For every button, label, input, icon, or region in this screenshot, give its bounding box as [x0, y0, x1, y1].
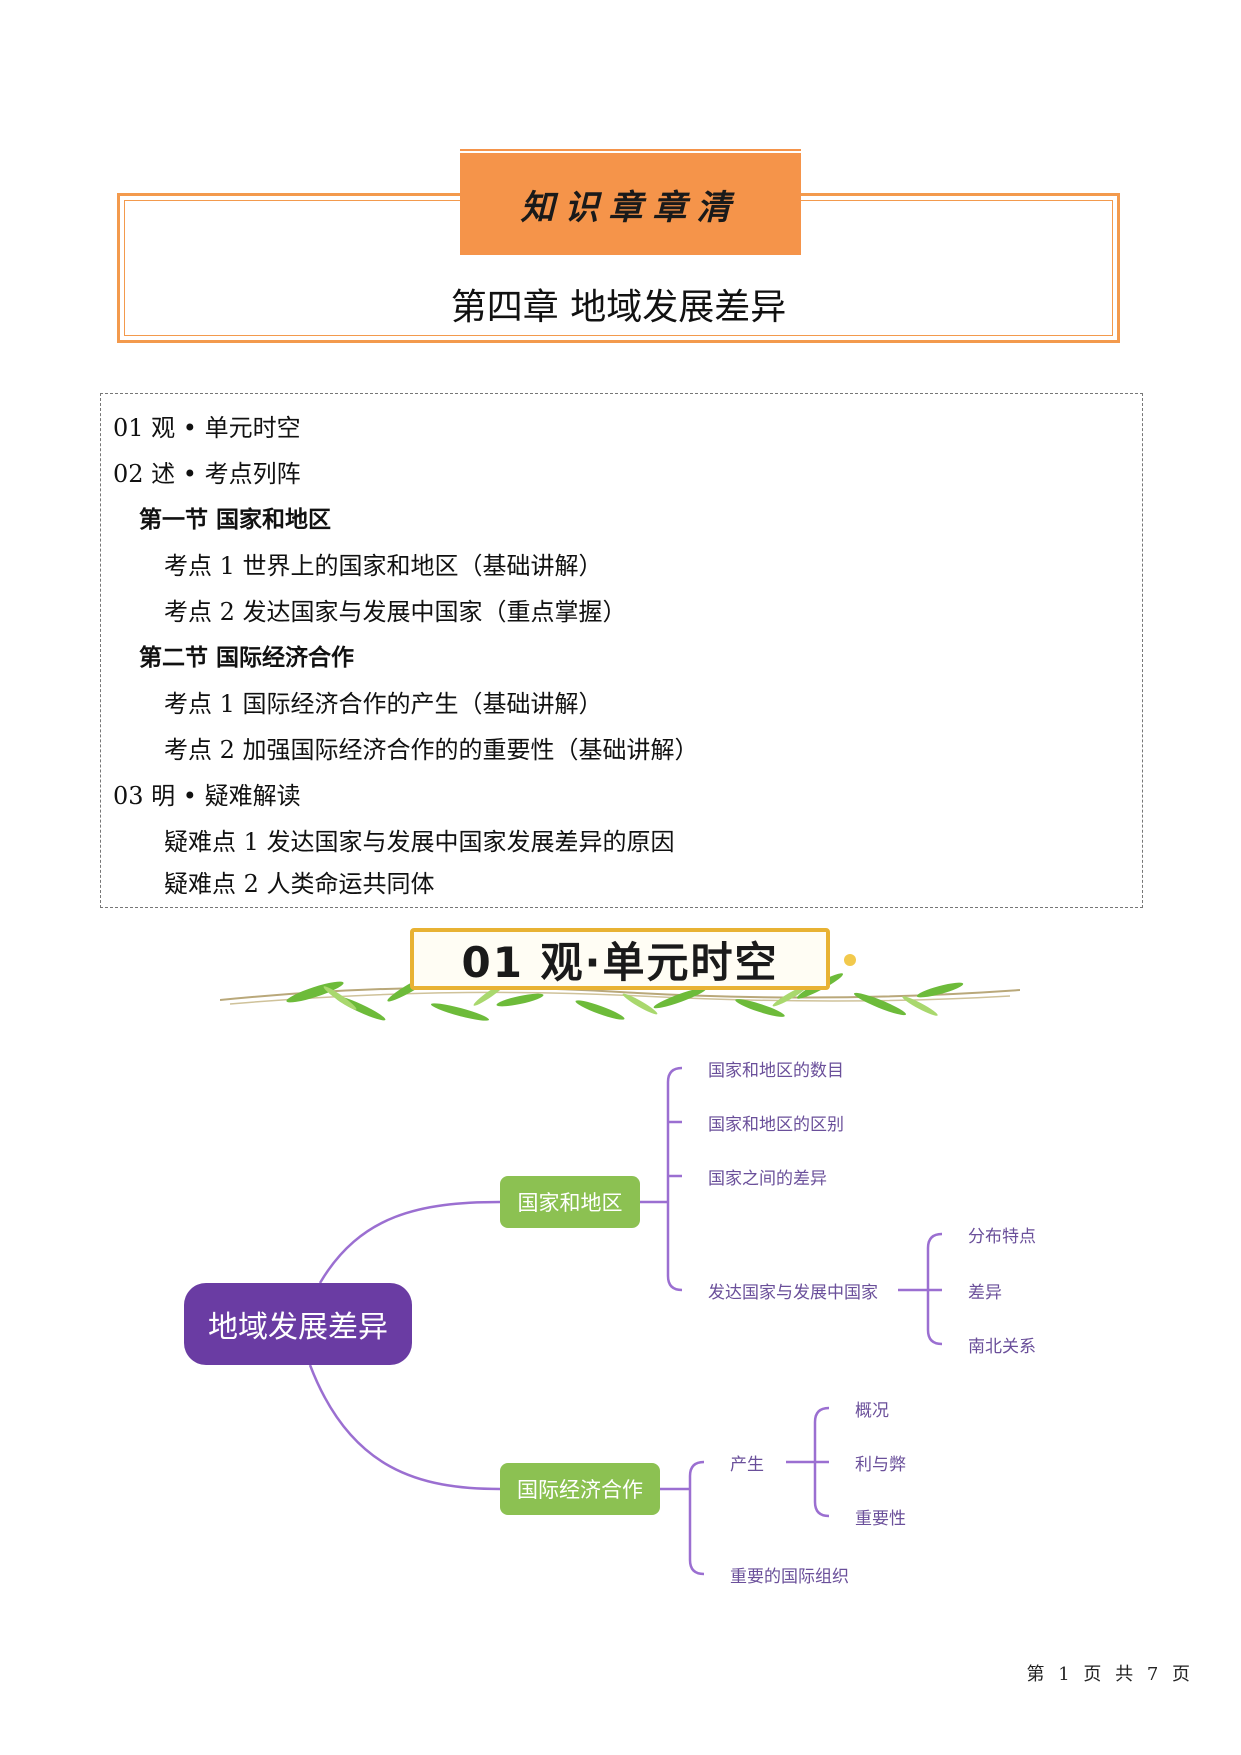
toc-point-1-2[interactable]: 考点 2 发达国家与发展中国家（重点掌握） [164, 598, 627, 626]
section-banner: 01 观·单元时空 [220, 920, 1020, 1035]
mindmap-leaf: 国家和地区的数目 [708, 1061, 844, 1081]
mindmap-leaf: 差异 [968, 1283, 1002, 1303]
mindmap-leaf: 重要性 [855, 1509, 906, 1529]
mindmap-leaf: 产生 [730, 1455, 764, 1475]
mindmap-root: 地域发展差异 [184, 1283, 412, 1365]
toc-item-02[interactable]: 02 述 • 考点列阵 [113, 460, 301, 488]
page-footer: 第 1 页 共 7 页 [1026, 1664, 1194, 1685]
toc-point-2-1[interactable]: 考点 1 国际经济合作的产生（基础讲解） [164, 690, 603, 718]
mindmap-leaf: 分布特点 [968, 1227, 1036, 1247]
table-of-contents: 01 观 • 单元时空 02 述 • 考点列阵 第一节 国家和地区 考点 1 世… [100, 393, 1143, 908]
toc-section-1[interactable]: 第一节 国家和地区 [139, 507, 332, 533]
toc-section-2[interactable]: 第二节 国际经济合作 [139, 645, 355, 671]
mindmap-leaf: 重要的国际组织 [730, 1567, 849, 1587]
toc-difficulty-2[interactable]: 疑难点 2 人类命运共同体 [164, 870, 435, 898]
mindmap-leaf: 发达国家与发展中国家 [708, 1283, 878, 1303]
section-banner-title: 01 观·单元时空 [410, 928, 830, 990]
mindmap-leaf: 南北关系 [968, 1337, 1036, 1357]
mindmap-leaf: 利与弊 [855, 1455, 906, 1475]
mindmap-leaf: 国家和地区的区别 [708, 1115, 844, 1135]
toc-item-01[interactable]: 01 观 • 单元时空 [113, 414, 301, 442]
mindmap-leaf: 国家之间的差异 [708, 1169, 827, 1189]
mindmap-branch-countries: 国家和地区 [500, 1176, 640, 1228]
toc-difficulty-1[interactable]: 疑难点 1 发达国家与发展中国家发展差异的原因 [164, 828, 675, 856]
toc-point-2-2[interactable]: 考点 2 加强国际经济合作的的重要性（基础讲解） [164, 736, 699, 764]
header-tab-text: 知识章章清 [520, 187, 741, 228]
toc-point-1-1[interactable]: 考点 1 世界上的国家和地区（基础讲解） [164, 552, 603, 580]
header-tab: 知识章章清 [460, 147, 801, 255]
mindmap-branch-cooperation: 国际经济合作 [500, 1463, 660, 1515]
mindmap-leaf: 概况 [855, 1401, 889, 1421]
toc-item-03[interactable]: 03 明 • 疑难解读 [113, 782, 301, 810]
chapter-title: 第四章 地域发展差异 [450, 287, 787, 328]
